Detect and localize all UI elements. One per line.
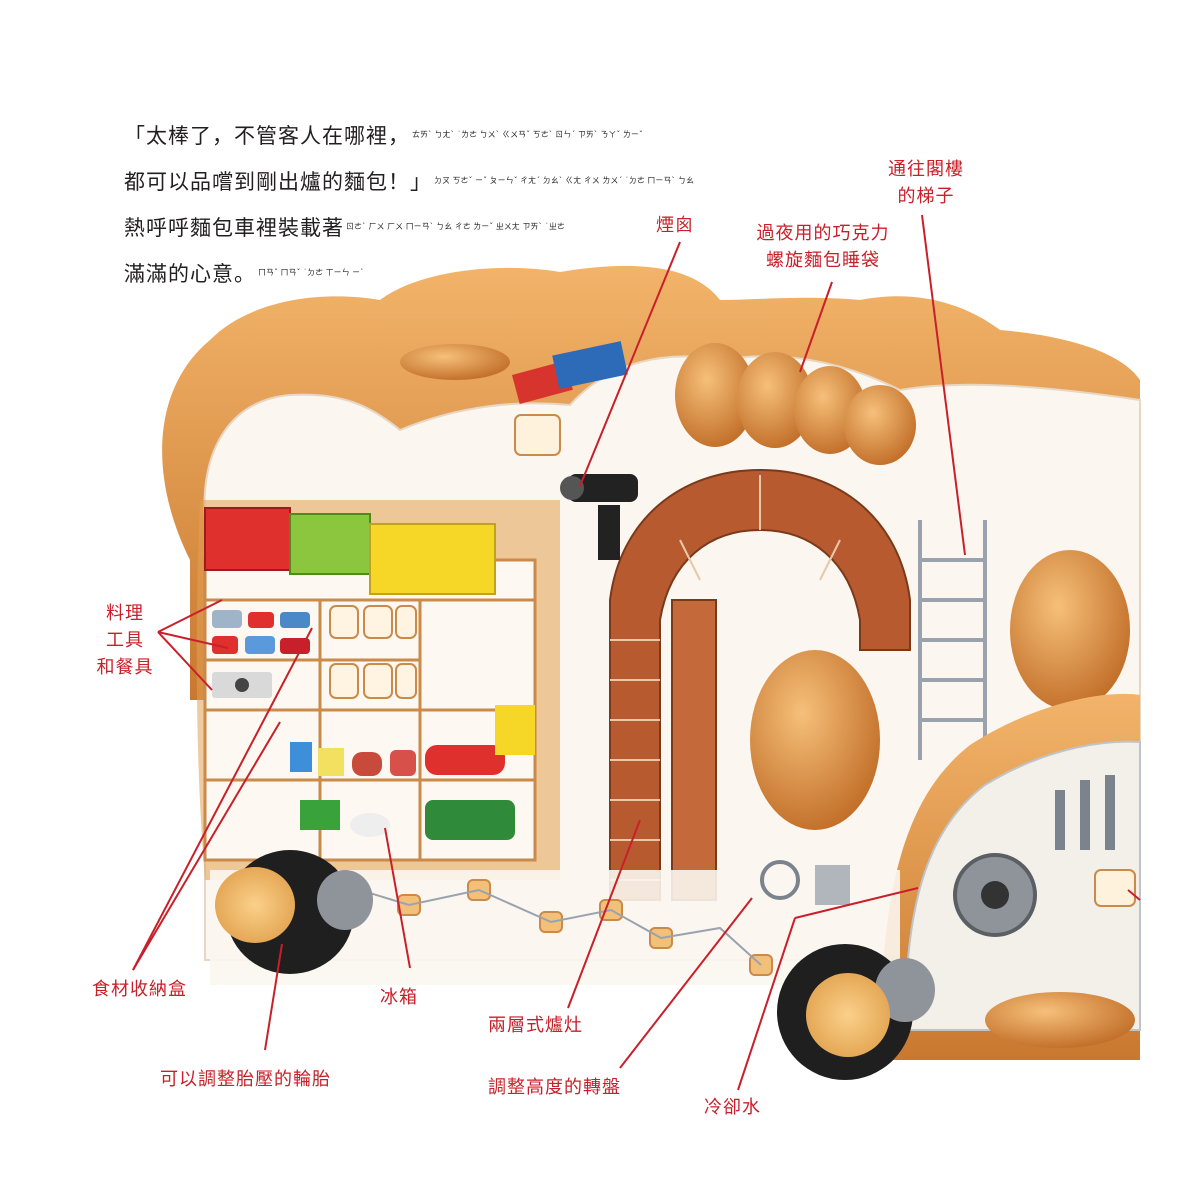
label-sleeping-bag: 過夜用的巧克力 螺旋麵包睡袋 <box>756 223 890 271</box>
label-fridge: 冰箱 <box>380 987 418 1008</box>
height-turntable <box>760 860 850 905</box>
seat-bun-2 <box>1010 550 1130 710</box>
story-line-1: 「太棒了，不管客人在哪裡，ㄊㄞˋ ㄅㄤˋ ˙ㄌㄜ ㄅㄨˋ ㄍㄨㄢˇ ㄎㄜˋ ㄖㄣ… <box>124 124 643 148</box>
zhuyin-annotation: ㄉㄡ ㄎㄜˇ ㄧˇ ㄆㄧㄣˇ ㄔㄤˊ ㄉㄠˋ ㄍㄤ ㄔㄨ ㄌㄨˊ ˙ㄉㄜ ㄇㄧㄢ… <box>434 176 694 185</box>
label-cooking-tools: 料理 工具 和餐具 <box>96 603 154 678</box>
attic-ladder <box>918 520 987 760</box>
story-line-3: 熱呼呼麵包車裡裝載著ㄖㄜˋ ㄏㄨ ㄏㄨ ㄇㄧㄢˋ ㄅㄠ ㄔㄜ ㄌㄧˇ ㄓㄨㄤ ㄗ… <box>124 216 565 240</box>
label-height-turntable: 調整高度的轉盤 <box>488 1077 621 1098</box>
story-line-2: 都可以品嚐到剛出爐的麵包！」ㄉㄡ ㄎㄜˇ ㄧˇ ㄆㄧㄣˇ ㄔㄤˊ ㄉㄠˋ ㄍㄤ … <box>124 170 694 194</box>
yellow-container <box>495 705 535 755</box>
chimney-pipe <box>598 505 620 560</box>
label-adjustable-tire: 可以調整胎壓的輪胎 <box>160 1069 331 1090</box>
storage-box-red <box>204 507 291 571</box>
zhuyin-annotation: ㄊㄞˋ ㄅㄤˋ ˙ㄌㄜ ㄅㄨˋ ㄍㄨㄢˇ ㄎㄜˋ ㄖㄣˊ ㄗㄞˋ ㄋㄚˇ ㄌㄧˇ <box>412 130 643 139</box>
storage-box-yellow <box>369 523 496 595</box>
cab-tire <box>985 992 1135 1048</box>
oven-inner-column <box>671 599 717 901</box>
label-chimney: 煙囪 <box>656 215 694 236</box>
zhuyin-annotation: ㄇㄢˇ ㄇㄢˇ ˙ㄉㄜ ㄒㄧㄣ ㄧˋ <box>258 268 365 277</box>
spiral-bread-sleeping-bag <box>675 343 916 465</box>
engine-pipes <box>1055 775 1115 850</box>
food-items <box>290 742 515 840</box>
roof-book-blue <box>552 341 628 389</box>
roof-baguette <box>400 344 510 380</box>
front-tire <box>777 944 935 1080</box>
chain-rope <box>359 888 762 966</box>
bread-slices <box>329 605 417 699</box>
seat-bun-1 <box>750 650 880 830</box>
story-text: 「太棒了，不管客人在哪裡，ㄊㄞˋ ㄅㄤˋ ˙ㄌㄜ ㄅㄨˋ ㄍㄨㄢˇ ㄎㄜˋ ㄖㄣ… <box>124 112 694 296</box>
label-storage-box: 食材收納盒 <box>92 979 187 1000</box>
dishes <box>212 610 310 698</box>
rear-tire <box>215 850 373 974</box>
roof-clock <box>514 414 561 456</box>
label-attic-ladder: 通往閣樓 的梯子 <box>888 159 964 207</box>
zhuyin-annotation: ㄖㄜˋ ㄏㄨ ㄏㄨ ㄇㄧㄢˋ ㄅㄠ ㄔㄜ ㄌㄧˇ ㄓㄨㄤ ㄗㄞˋ ˙ㄓㄜ <box>346 222 565 231</box>
cab-bread-slice <box>1094 869 1136 907</box>
brick-oven-arch <box>609 468 911 901</box>
chimney-elbow <box>568 474 638 502</box>
label-two-layer-oven: 兩層式爐灶 <box>488 1015 583 1036</box>
leader-lines <box>132 214 1141 1091</box>
story-line-4: 滿滿的心意。ㄇㄢˇ ㄇㄢˇ ˙ㄉㄜ ㄒㄧㄣ ㄧˋ <box>124 262 365 286</box>
label-coolant: 冷卻水 <box>704 1097 761 1118</box>
storage-box-green <box>289 513 371 575</box>
